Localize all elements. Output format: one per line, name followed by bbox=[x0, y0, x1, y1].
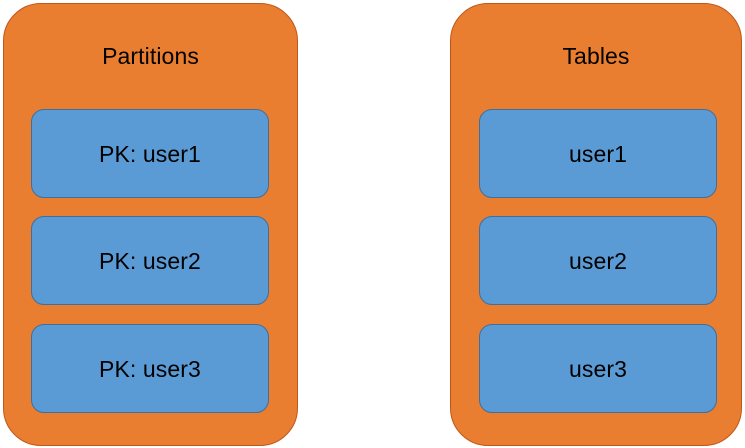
group-tables-title: Tables bbox=[562, 43, 630, 69]
partition-item-3-label: PK: user3 bbox=[99, 355, 201, 382]
table-item-2-label: user2 bbox=[568, 247, 628, 274]
table-item-2: user2 bbox=[479, 216, 717, 305]
partition-item-2-label: PK: user2 bbox=[99, 247, 201, 274]
table-item-1-label: user1 bbox=[568, 140, 628, 167]
partition-item-1-label: PK: user1 bbox=[99, 140, 201, 167]
partition-item-1: PK: user1 bbox=[31, 109, 269, 198]
partition-item-2: PK: user2 bbox=[31, 216, 269, 305]
table-item-3: user3 bbox=[479, 324, 717, 413]
group-partitions: Partitions PK: user1 PK: user2 PK: user3 bbox=[3, 3, 298, 446]
group-tables: Tables user1 user2 user3 bbox=[450, 3, 742, 446]
table-item-3-label: user3 bbox=[568, 355, 628, 382]
group-partitions-title: Partitions bbox=[102, 43, 199, 69]
table-item-1: user1 bbox=[479, 109, 717, 198]
partition-item-3: PK: user3 bbox=[31, 324, 269, 413]
